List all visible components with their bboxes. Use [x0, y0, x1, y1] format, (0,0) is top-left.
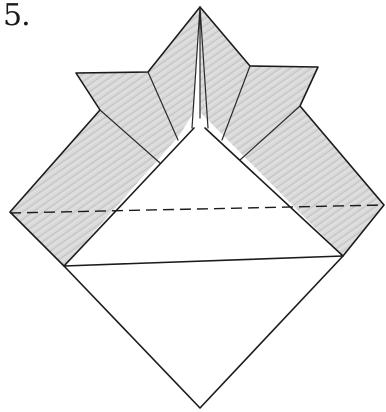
lower-square-outline	[64, 256, 343, 408]
